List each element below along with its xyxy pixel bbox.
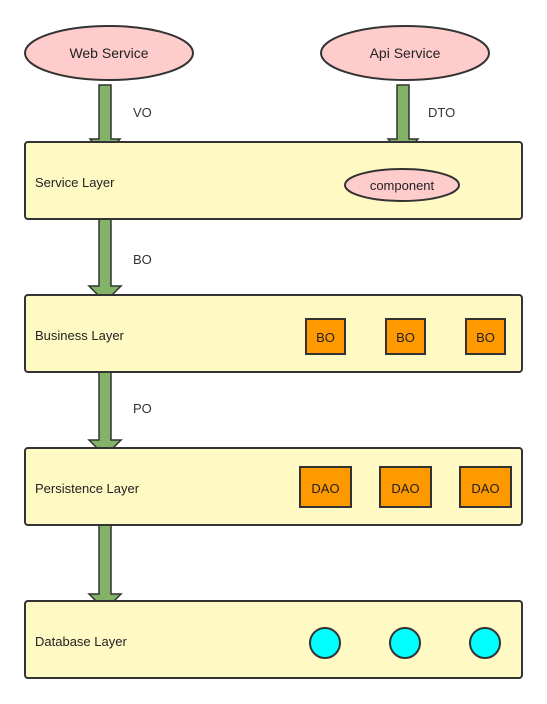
- database-layer: Database Layer: [24, 600, 523, 679]
- persistence-layer: Persistence Layer DAO DAO DAO: [24, 447, 523, 526]
- dao-box: [459, 466, 512, 508]
- component-node: [344, 168, 460, 202]
- business-layer-label: Business Layer: [35, 328, 125, 343]
- api-service-label: Api Service: [370, 45, 441, 61]
- service-layer-label: Service Layer: [35, 175, 115, 190]
- component-label: component: [370, 178, 435, 193]
- bo-box-label: BO: [316, 330, 335, 345]
- arrow-dto-label: DTO: [428, 105, 455, 120]
- persistence-layer-label: Persistence Layer: [35, 481, 140, 496]
- arrow-po-label: PO: [133, 401, 152, 416]
- bo-box-label: BO: [396, 330, 415, 345]
- database-circle-icon: [389, 627, 421, 659]
- dao-box-label: DAO: [471, 481, 499, 496]
- web-service-node: Web Service: [24, 25, 194, 81]
- dao-box-label: DAO: [311, 481, 339, 496]
- database-circle-icon: [469, 627, 501, 659]
- bo-box: [465, 318, 506, 355]
- dao-box: [379, 466, 432, 508]
- arrow-vo-label: VO: [133, 105, 152, 120]
- business-layer: Business Layer BO BO BO: [24, 294, 523, 373]
- bo-box: [385, 318, 426, 355]
- service-layer: Service Layer component: [24, 141, 523, 220]
- web-service-label: Web Service: [69, 45, 148, 61]
- dao-box-label: DAO: [391, 481, 419, 496]
- bo-box: [305, 318, 346, 355]
- arrow-persistence-database: [87, 518, 123, 612]
- arrow-po: [87, 364, 123, 458]
- database-circle-icon: [309, 627, 341, 659]
- arrow-bo: [87, 211, 123, 304]
- database-layer-label: Database Layer: [35, 634, 127, 649]
- arrow-bo-label: BO: [133, 252, 152, 267]
- api-service-node: Api Service: [320, 25, 490, 81]
- dao-box: [299, 466, 352, 508]
- bo-box-label: BO: [476, 330, 495, 345]
